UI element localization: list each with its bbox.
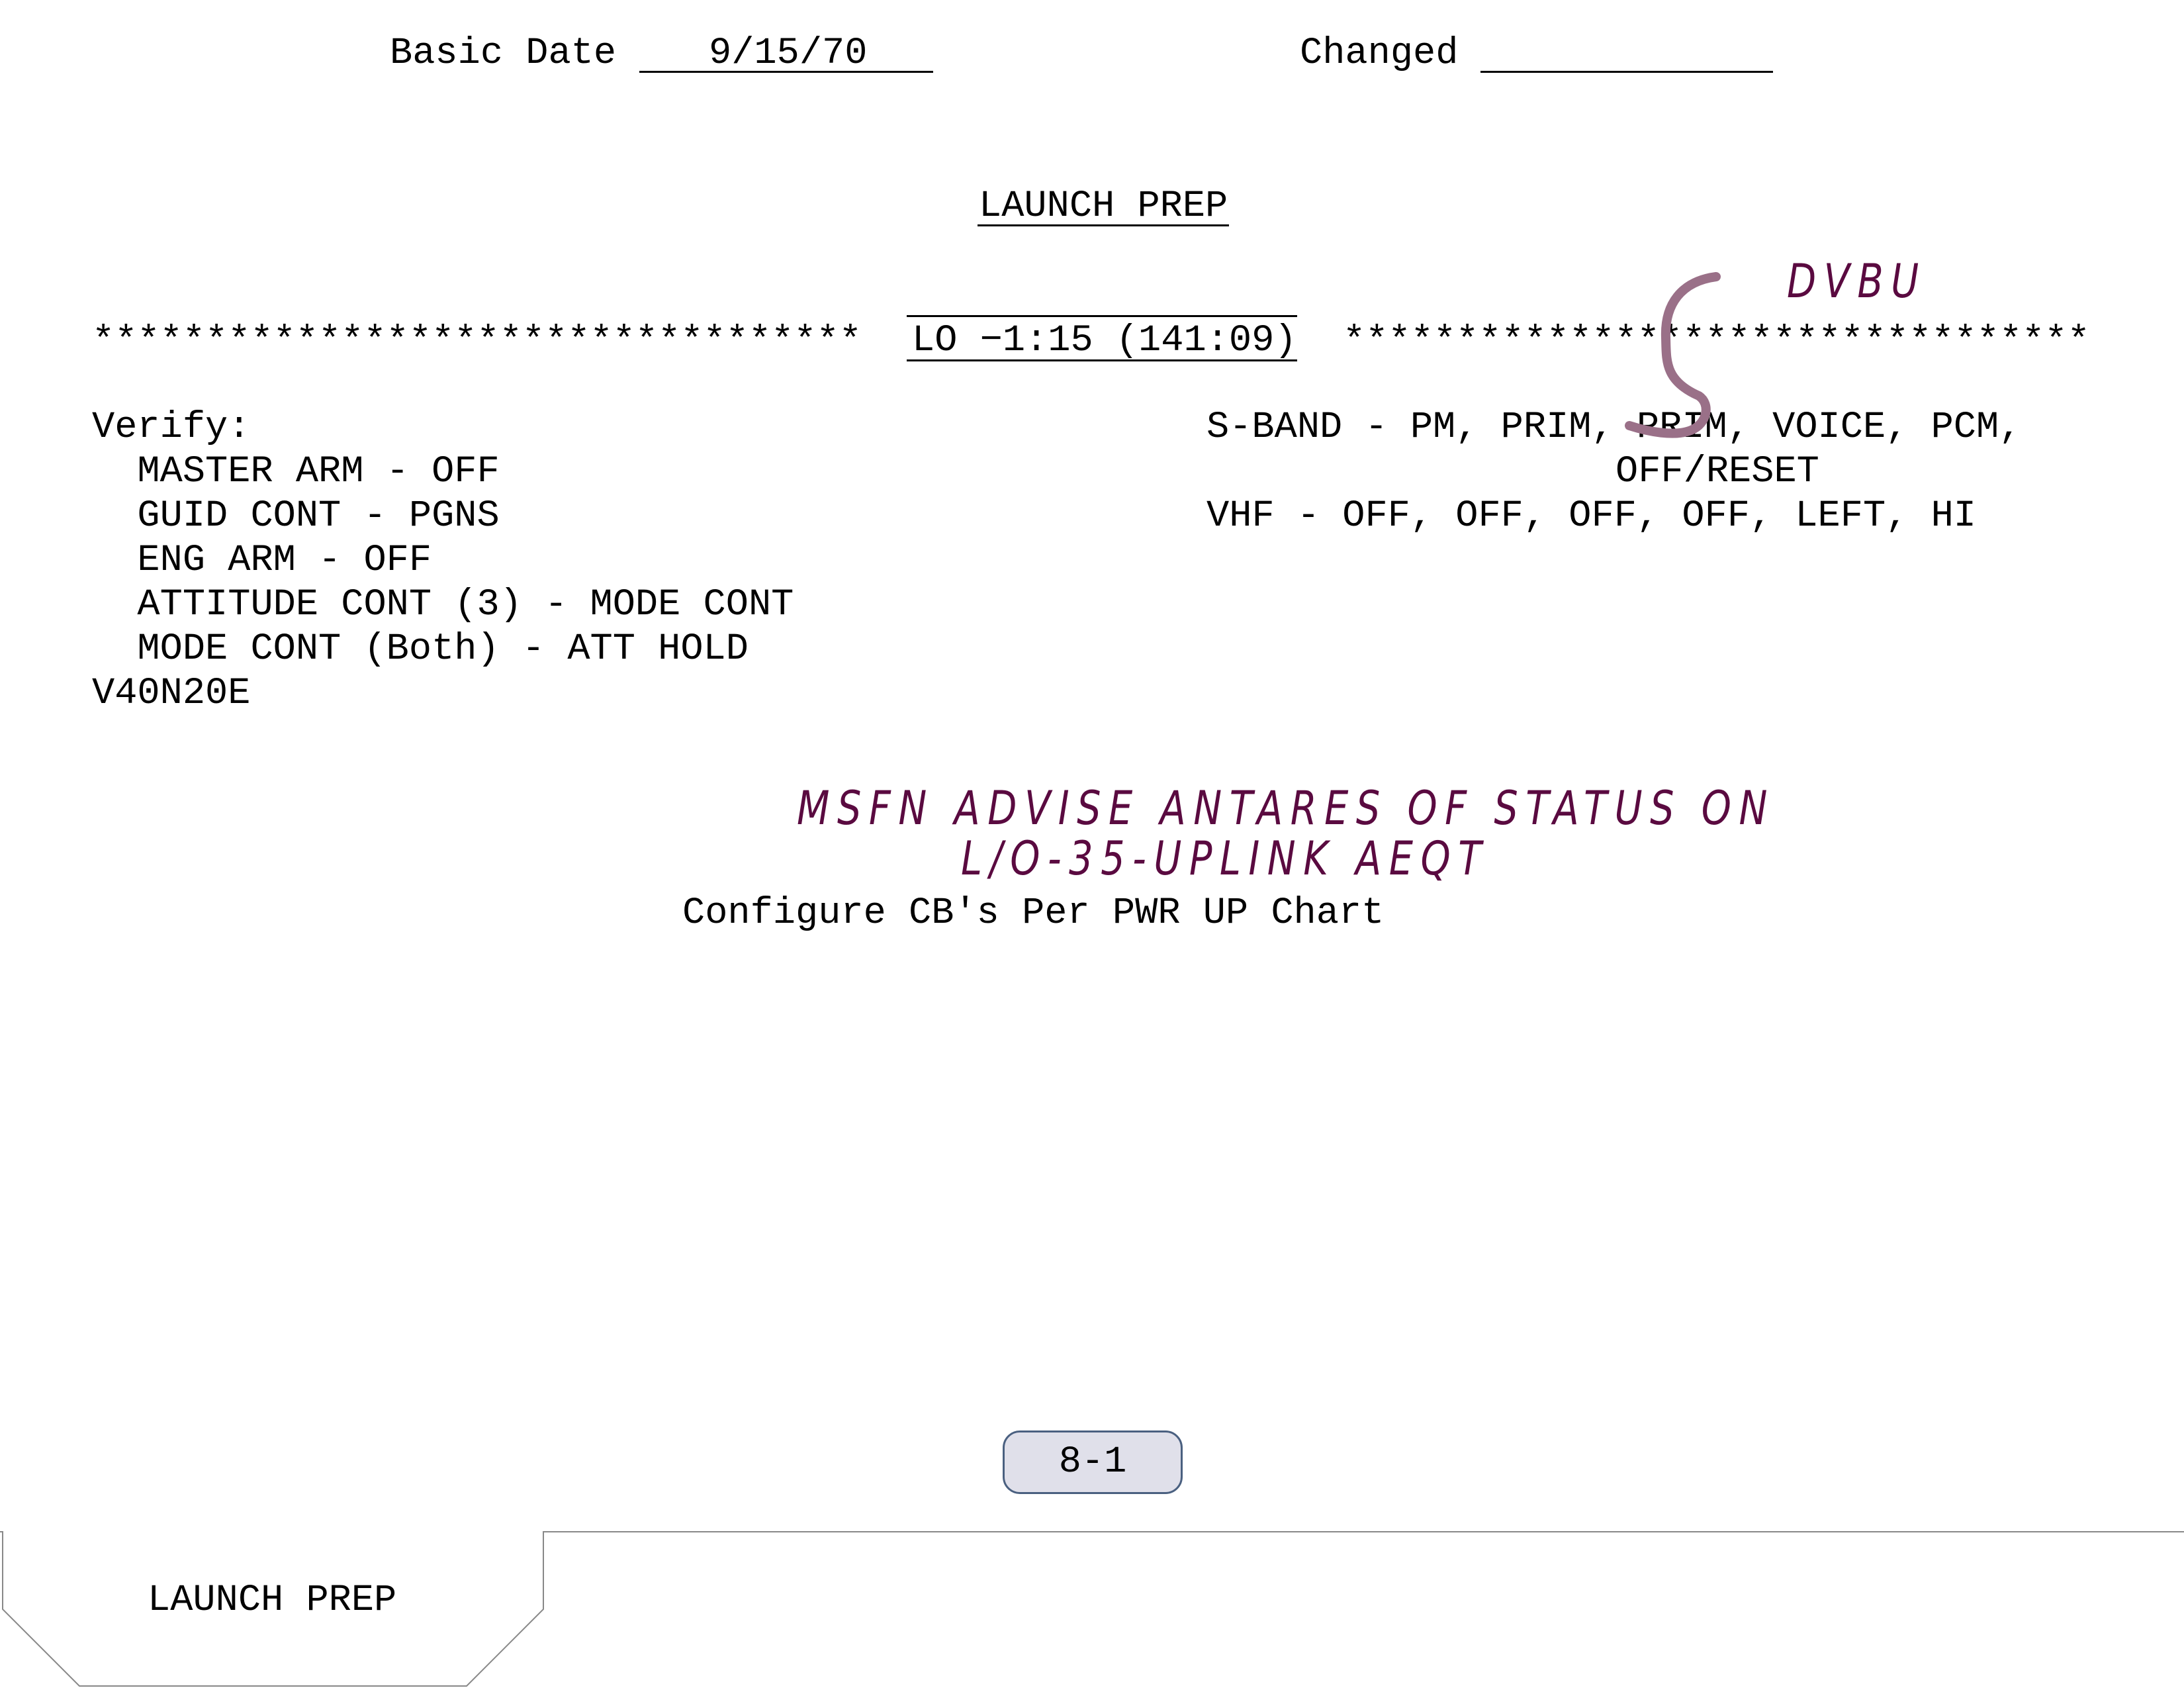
page-number: 8-1 <box>1058 1441 1127 1483</box>
changed-label: Changed <box>1300 32 1459 75</box>
section-tab-shape <box>2 1531 544 1687</box>
verb-noun-entry: V40N20E <box>92 673 251 715</box>
stars-right: ********************************* <box>1343 320 2090 363</box>
time-box-bottom <box>907 359 1297 361</box>
title-underline <box>978 224 1229 226</box>
instruction-text: Configure CB's Per PWR UP Chart <box>682 892 1385 935</box>
verify-line: MODE CONT (Both) - ATT HOLD <box>92 628 749 671</box>
verify-line: ATTITUDE CONT (3) - MODE CONT <box>92 584 794 626</box>
stars-left: ********************************** <box>92 320 862 363</box>
page-number-badge: 8-1 <box>1003 1430 1183 1494</box>
vhf-line: VHF - OFF, OFF, OFF, OFF, LEFT, HI <box>1206 495 1976 538</box>
bottom-divider <box>0 1531 2184 1532</box>
handwritten-note-line1: MSFN ADVISE ANTARES OF STATUS ON <box>797 781 1775 835</box>
sband-line-continued: OFF/RESET <box>1615 451 1819 493</box>
verify-line: Verify: <box>92 406 251 449</box>
sband-line: S-BAND - PM, PRIM, PRIM, VOICE, PCM, <box>1206 406 2022 449</box>
basic-date-value: 9/15/70 <box>709 32 868 75</box>
basic-date-label: Basic Date <box>390 32 617 75</box>
page-title: LAUNCH PREP <box>979 185 1228 228</box>
basic-date-underline <box>639 71 933 73</box>
section-tab-label[interactable]: LAUNCH PREP <box>148 1579 397 1622</box>
verify-line: ENG ARM - OFF <box>92 539 432 582</box>
changed-underline <box>1480 71 1773 73</box>
verify-line: GUID CONT - PGNS <box>92 495 500 538</box>
handwritten-note-line2: L/O-35-UPLINK AEQT <box>961 831 1489 886</box>
time-box-top <box>907 315 1297 317</box>
verify-line: MASTER ARM - OFF <box>92 451 500 493</box>
handwritten-correction: DVBU <box>1787 254 1927 308</box>
time-marker-label: LO −1:15 (141:09) <box>912 320 1297 362</box>
